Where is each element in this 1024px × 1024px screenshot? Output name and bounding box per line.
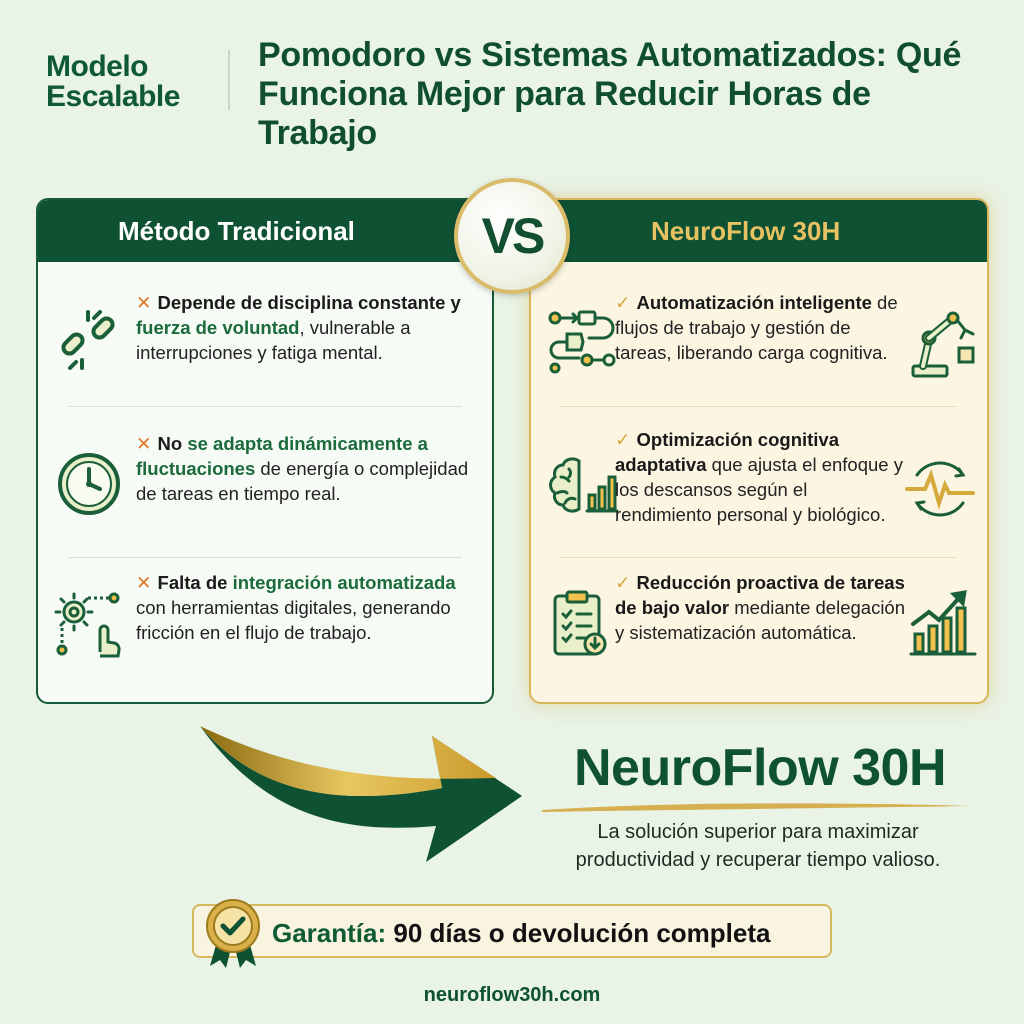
neuroflow-item-2-text: ✓Optimización cognitiva adaptativa que a… — [615, 429, 903, 525]
traditional-item-3-text: ✕Falta de integración automatizada con h… — [136, 572, 456, 643]
divider — [68, 557, 462, 558]
gold-underline — [542, 803, 970, 812]
page-title: Pomodoro vs Sistemas Automatizados: Qué … — [258, 36, 962, 152]
clipboard-icon — [553, 590, 607, 656]
neuroflow-heading: NeuroFlow 30H — [531, 200, 987, 262]
gear-hand-icon — [54, 592, 121, 658]
brand-line1: Modelo — [46, 50, 148, 83]
header-divider — [228, 50, 230, 110]
workflow-icon — [548, 310, 616, 374]
vs-badge: VS — [454, 178, 570, 294]
x-mark-icon: ✕ — [136, 433, 152, 454]
brand-line2: Escalable — [46, 80, 180, 113]
footer-url: neuroflow30h.com — [423, 984, 601, 1006]
traditional-item-1-text: ✕Depende de disciplina constante y fuerz… — [136, 292, 461, 363]
divider — [68, 406, 462, 407]
arrow-right-icon — [200, 726, 522, 862]
neuroflow-item-1: ✓Automatización inteligente de flujos de… — [531, 262, 987, 406]
brand-logo: Modelo Escalable — [46, 52, 180, 112]
broken-chain-icon — [61, 310, 115, 370]
neuroflow-panel: NeuroFlow 30H — [529, 198, 989, 704]
divider — [561, 557, 957, 558]
brain-chart-icon — [549, 457, 619, 513]
neuroflow-item-3: ✓Reducción proactiva de tareas de bajo v… — [531, 558, 987, 702]
guarantee-text: Garantía: 90 días o devolución completa — [272, 918, 771, 948]
check-mark-icon: ✓ — [615, 292, 631, 313]
x-mark-icon: ✕ — [136, 292, 152, 313]
neuroflow-item-3-text: ✓Reducción proactiva de tareas de bajo v… — [615, 572, 906, 643]
clock-icon — [58, 453, 120, 515]
traditional-item-3: ✕Falta de integración automatizada con h… — [38, 558, 492, 702]
check-mark-icon: ✓ — [615, 429, 631, 450]
neuroflow-item-1-text: ✓Automatización inteligente de flujos de… — [615, 292, 898, 363]
traditional-item-2-text: ✕No se adapta dinámicamente a fluctuacio… — [136, 433, 469, 504]
divider — [561, 406, 957, 407]
growth-chart-icon — [909, 590, 977, 656]
neuroflow-item-2: ✓Optimización cognitiva adaptativa que a… — [531, 407, 987, 557]
cta-subtitle: La solución superior para maximizar prod… — [575, 821, 941, 871]
x-mark-icon: ✕ — [136, 572, 152, 593]
cta-title: NeuroFlow 30H — [574, 739, 947, 797]
guarantee-seal-icon — [206, 899, 260, 968]
traditional-item-1: ✕Depende de disciplina constante y fuerz… — [38, 262, 492, 406]
pulse-cycle-icon — [905, 461, 975, 517]
robot-arm-icon — [911, 311, 975, 378]
traditional-item-2: ✕No se adapta dinámicamente a fluctuacio… — [38, 407, 492, 557]
guarantee-banner: Garantía: 90 días o devolución completa — [192, 904, 832, 958]
traditional-method-heading: Método Tradicional — [38, 200, 492, 262]
check-mark-icon: ✓ — [615, 572, 631, 593]
traditional-method-panel: Método Tradicional ✕Depende de disciplin… — [36, 198, 494, 704]
